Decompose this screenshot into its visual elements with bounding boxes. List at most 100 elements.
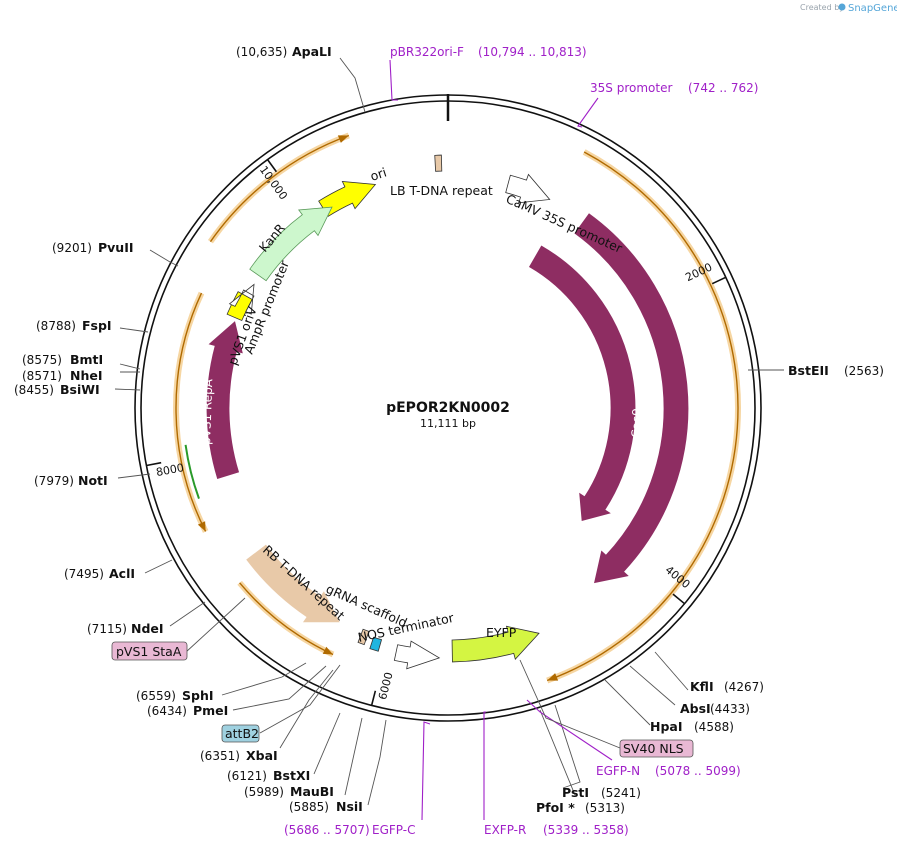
site-name-nhei: NheI [70, 368, 103, 383]
site-pos-pvuii: (9201) [52, 241, 92, 255]
primer-name-35s: 35S promoter [590, 81, 672, 95]
tick-mark [711, 276, 727, 285]
site-name-absi: AbsI [680, 701, 711, 716]
grna-scaffold-block [369, 636, 383, 652]
site-pos-apali: (10,635) [236, 45, 287, 59]
site-pos-nsii: (5885) [289, 800, 329, 814]
site-name-psti: PstI [562, 785, 589, 800]
tick-label: 6000 [376, 671, 396, 701]
feature-label-camv35s: CaMV 35S promoter [504, 191, 626, 256]
site-pos-bstxi: (6121) [227, 769, 267, 783]
pvs1-repa-arrow [206, 321, 243, 479]
site-name-bstxi: BstXI [273, 768, 310, 783]
site-name-apali: ApaLI [292, 44, 332, 59]
feature-arcs [206, 154, 689, 670]
orf-arcs [173, 132, 741, 684]
cas9-outer-arrow [574, 213, 689, 584]
tick-mark [370, 690, 377, 706]
site-name-pfoi: PfoI * [536, 800, 575, 815]
primer-range-pbr322ori-f: (10,794 .. 10,813) [478, 45, 587, 59]
primer-name-egfp-c: EGFP-C [372, 823, 415, 837]
pvs1-staa-box [111, 641, 188, 661]
plasmid-length: 11,111 bp [420, 417, 476, 430]
box-label-pvs1-staa: pVS1 StaA [116, 644, 182, 659]
ori-arrow [318, 180, 377, 217]
camv35s-arrow [505, 173, 551, 204]
site-name-maubi: MauBI [290, 784, 334, 799]
site-name-hpai: HpaI [650, 719, 683, 734]
orf-cas9 [546, 151, 739, 682]
site-pos-acli: (7495) [64, 567, 104, 581]
eyfp-arrow [451, 625, 540, 663]
created-by-text: Created by [800, 3, 844, 12]
primer-name-exfp-r: EXFP-R [484, 823, 526, 837]
primers: pBR322ori-F (10,794 .. 10,813) 35S promo… [284, 45, 758, 837]
kanr-arrow [249, 206, 333, 282]
site-pos-psti: (5241) [601, 786, 641, 800]
site-name-noti: NotI [78, 473, 108, 488]
sv40-nls-box [619, 739, 694, 758]
feature-label-cas9-outer: Cas9 [687, 414, 702, 444]
feature-label-eyfp: EYFP [486, 625, 517, 640]
primer-range-35s: (742 .. 762) [688, 81, 758, 95]
site-pos-noti: (7979) [34, 474, 74, 488]
site-name-acli: AclI [109, 566, 135, 581]
tick-label: 8000 [155, 461, 185, 479]
site-pos-ndei: (7115) [87, 622, 127, 636]
site-name-bmti: BmtI [70, 352, 103, 367]
site-pos-sphi: (6559) [136, 689, 176, 703]
site-pos-bmti: (8575) [22, 353, 62, 367]
feature-label-ori: ori [368, 165, 388, 184]
site-pos-nhei: (8571) [22, 369, 62, 383]
tick-mark [146, 461, 162, 467]
tick-mark [266, 159, 278, 173]
site-name-bsiwi: BsiWI [60, 382, 100, 397]
site-pos-maubi: (5989) [244, 785, 284, 799]
rb-tdna-block [357, 628, 370, 646]
orf-cas9-head [547, 673, 559, 681]
orf-kanr [209, 134, 350, 243]
site-name-bsteii: BstEII [788, 363, 829, 378]
ampr-promoter-arrow [228, 283, 255, 315]
site-pos-hpai: (4588) [694, 720, 734, 734]
orf-repa [175, 292, 207, 532]
tick-mark [672, 593, 686, 605]
site-name-fspi: FspI [82, 318, 112, 333]
box-label-sv40-nls: SV40 NLS [623, 741, 684, 756]
site-leaders [114, 57, 784, 806]
boxed-feature-labels: pVS1 StaA attB2 SV40 NLS [111, 597, 694, 758]
primer-range-egfp-n: (5078 .. 5099) [655, 764, 741, 778]
rb-tdna-arrow [246, 544, 340, 623]
cas9-inner-arrow [528, 245, 636, 521]
orf-kanr-head [337, 135, 349, 143]
site-name-sphi: SphI [182, 688, 214, 703]
primer-leaders [389, 59, 613, 821]
site-name-ndei: NdeI [131, 621, 164, 636]
orf-staa [239, 582, 334, 656]
site-pos-bsiwi: (8455) [14, 383, 54, 397]
lb-tdna-block [434, 154, 443, 172]
site-name-nsii: NsiI [336, 799, 363, 814]
orf-small-green [184, 444, 200, 499]
orf-staa-head [322, 646, 334, 655]
site-pos-pmei: (6434) [147, 704, 187, 718]
feature-label-repa: pVS1 RepA [199, 378, 215, 445]
feature-label-cas9-inner: Cas9 [629, 408, 644, 438]
orf-repa-head [197, 521, 206, 532]
snapgene-logo-icon [838, 3, 846, 11]
site-name-xbai: XbaI [246, 748, 278, 763]
primer-name-egfp-n: EGFP-N [596, 764, 640, 778]
box-label-attb2: attB2 [225, 726, 259, 741]
site-pos-absi: (4433) [710, 702, 750, 716]
restriction-sites: (10,635) ApaLI (9201) PvuII (8788) FspI … [14, 44, 884, 815]
site-pos-bsteii: (2563) [844, 364, 884, 378]
feature-label-lb-tdna: LB T-DNA repeat [390, 183, 493, 198]
site-pos-xbai: (6351) [200, 749, 240, 763]
site-name-pvuii: PvuII [98, 240, 134, 255]
snapgene-brand: SnapGene [848, 3, 897, 14]
primer-range-egfp-c: (5686 .. 5707) [284, 823, 370, 837]
site-name-pmei: PmeI [193, 703, 228, 718]
nos-terminator-arrow [393, 640, 441, 670]
site-pos-kfli: (4267) [724, 680, 764, 694]
